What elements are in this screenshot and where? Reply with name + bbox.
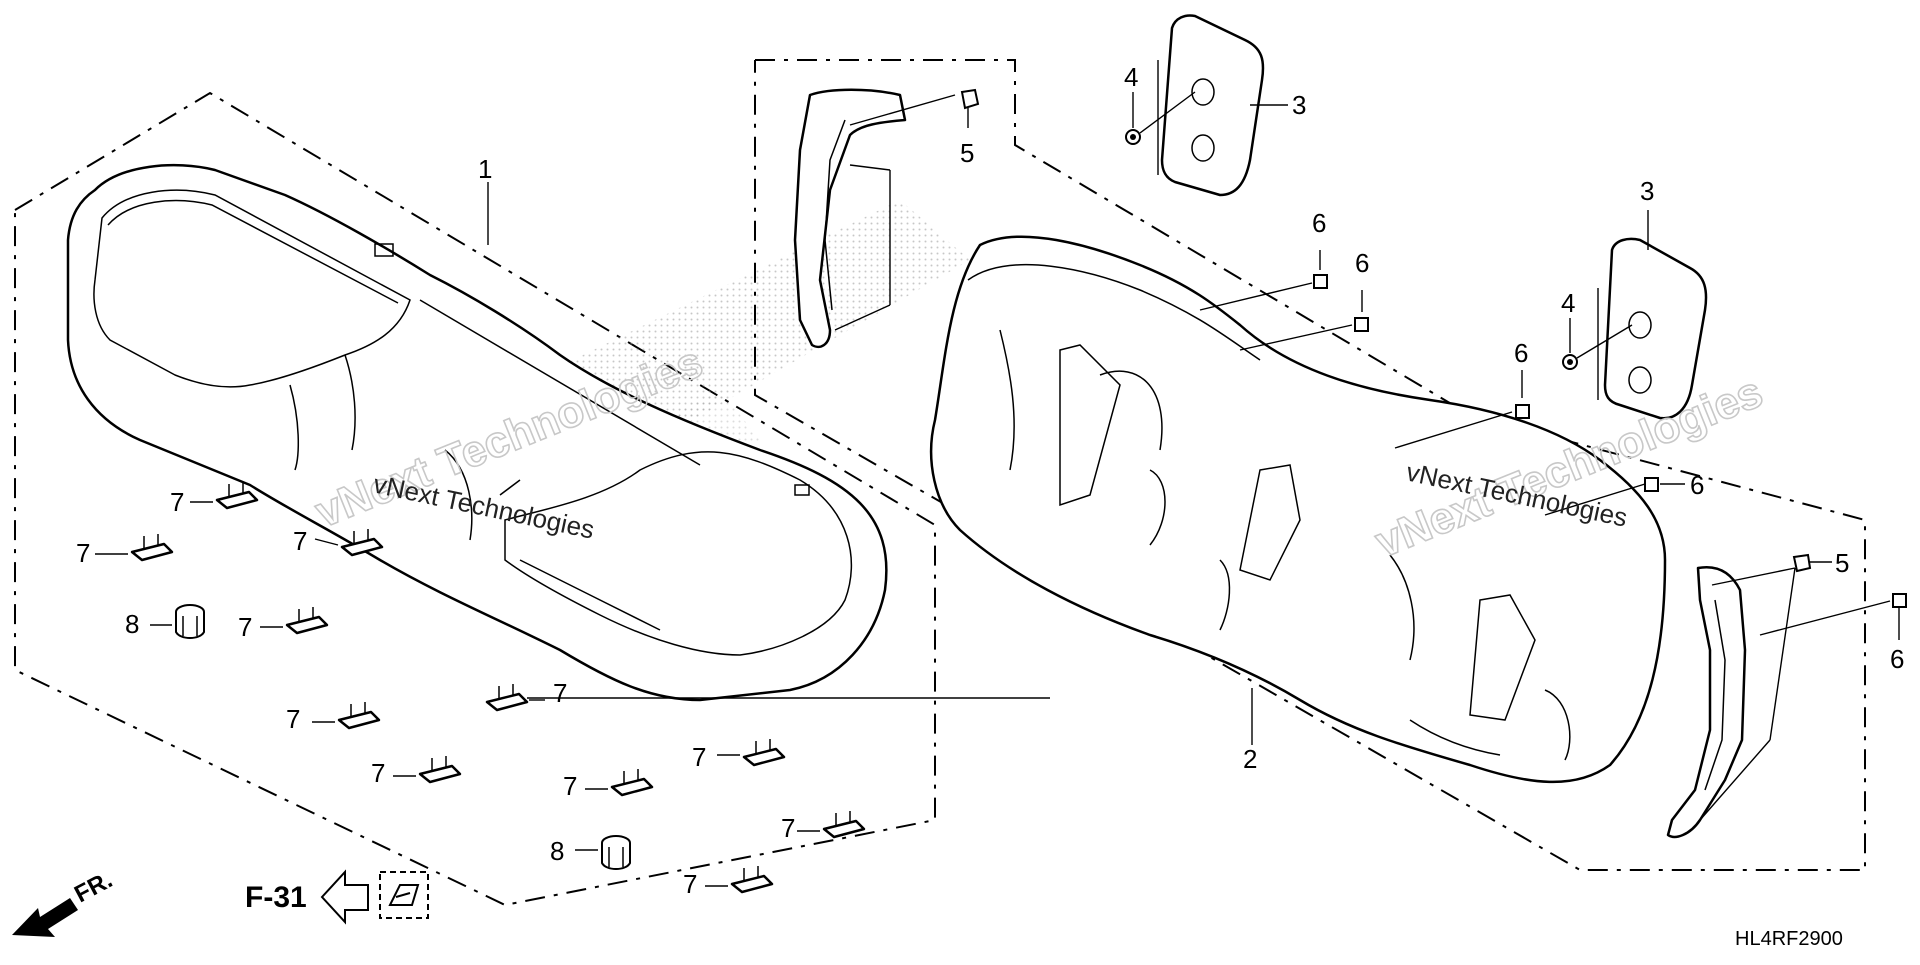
- clip-5-upper: [960, 88, 980, 128]
- clips-7: [95, 482, 1050, 894]
- callout-6-a[interactable]: 6: [1312, 208, 1326, 238]
- seat-assembly-outline: [14, 91, 936, 907]
- screws-6: [1199, 250, 1907, 640]
- callout-6-b[interactable]: 6: [1355, 248, 1369, 278]
- bolt-4-lower: [1562, 318, 1633, 370]
- callout-2[interactable]: 2: [1243, 744, 1257, 774]
- clip-5-lower: [1792, 553, 1832, 573]
- reference-thumbnail-icon: [379, 871, 429, 919]
- backrest: [929, 235, 1667, 784]
- callout-7-a[interactable]: 7: [170, 487, 184, 517]
- callout-7-g[interactable]: 7: [371, 758, 385, 788]
- callout-5-lower[interactable]: 5: [1835, 548, 1849, 578]
- seat-cushion: [66, 163, 888, 702]
- callout-6-c[interactable]: 6: [1514, 338, 1528, 368]
- callout-7-h[interactable]: 7: [563, 771, 577, 801]
- reference-label[interactable]: F-31: [245, 881, 307, 914]
- callout-4-lower[interactable]: 4: [1561, 288, 1575, 318]
- callout-8-lower[interactable]: 8: [550, 836, 564, 866]
- callout-7-d[interactable]: 7: [238, 612, 252, 642]
- leader-lines: [487, 104, 1649, 745]
- damper-8-upper: [150, 604, 205, 639]
- callout-6-d[interactable]: 6: [1690, 470, 1704, 500]
- callout-7-i[interactable]: 7: [692, 742, 706, 772]
- callout-7-j[interactable]: 7: [781, 813, 795, 843]
- diagram-code: HL4RF2900: [1735, 928, 1843, 950]
- callout-3-upper[interactable]: 3: [1292, 90, 1306, 120]
- callout-7-b[interactable]: 7: [76, 538, 90, 568]
- headrest-lower: [1597, 237, 1708, 420]
- left-trim-panel: [793, 88, 956, 349]
- callout-7-f[interactable]: 7: [286, 704, 300, 734]
- callout-7-k[interactable]: 7: [683, 869, 697, 899]
- callout-8-upper[interactable]: 8: [125, 609, 139, 639]
- right-trim-panel: [1666, 566, 1796, 839]
- callout-1[interactable]: 1: [478, 154, 492, 184]
- callout-3-lower[interactable]: 3: [1640, 176, 1654, 206]
- callout-4-upper[interactable]: 4: [1124, 62, 1138, 92]
- bolt-4-upper: [1125, 91, 1196, 145]
- callout-7-e[interactable]: 7: [553, 678, 567, 708]
- reference-arrow-icon: [320, 869, 369, 925]
- callout-7-c[interactable]: 7: [293, 526, 307, 556]
- front-label: FR.: [70, 866, 117, 908]
- front-direction-arrow: [12, 898, 78, 937]
- callout-6-e[interactable]: 6: [1890, 644, 1904, 674]
- headrest-upper: [1157, 14, 1265, 197]
- callout-5-upper[interactable]: 5: [960, 138, 974, 168]
- damper-8-lower: [575, 835, 631, 870]
